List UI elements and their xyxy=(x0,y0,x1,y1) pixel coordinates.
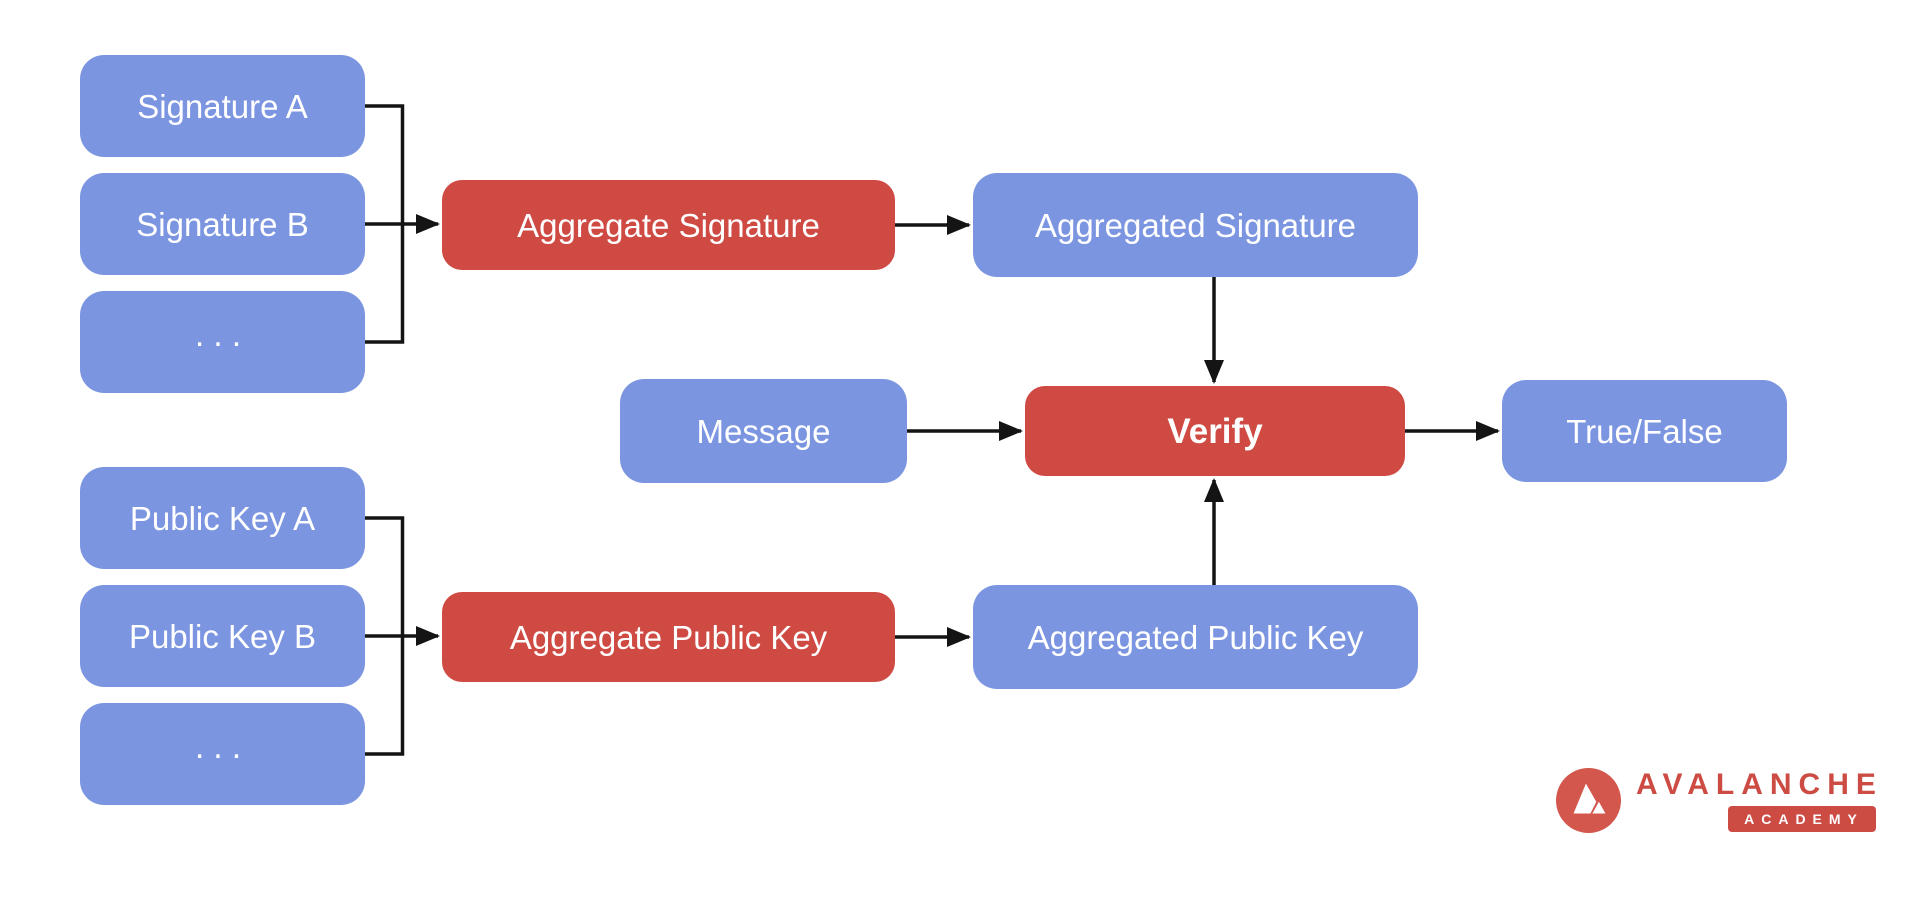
node-aggregated-public-key: Aggregated Public Key xyxy=(973,585,1418,689)
node-signature-b: Signature B xyxy=(80,173,365,275)
avalanche-logo-icon xyxy=(1556,768,1621,833)
logo-academy-badge: ACADEMY xyxy=(1728,805,1876,832)
node-aggregate-public-key: Aggregate Public Key xyxy=(442,592,895,682)
node-signature-a: Signature A xyxy=(80,55,365,157)
node-public-key-b: Public Key B xyxy=(80,585,365,687)
edge-publickeys-bracket xyxy=(365,516,405,756)
node-signatures-more: ... xyxy=(80,291,365,393)
avalanche-academy-logo: AVALANCHE ACADEMY xyxy=(1556,768,1876,833)
node-verify: Verify xyxy=(1025,386,1405,476)
node-public-keys-more: ... xyxy=(80,703,365,805)
logo-text-block: AVALANCHE ACADEMY xyxy=(1636,769,1876,832)
node-true-false: True/False xyxy=(1502,380,1787,482)
node-message: Message xyxy=(620,379,907,483)
node-public-key-a: Public Key A xyxy=(80,467,365,569)
logo-brand-wordmark: AVALANCHE xyxy=(1636,767,1883,801)
node-aggregate-signature: Aggregate Signature xyxy=(442,180,895,270)
node-aggregated-signature: Aggregated Signature xyxy=(973,173,1418,277)
edge-signatures-bracket xyxy=(365,104,405,344)
